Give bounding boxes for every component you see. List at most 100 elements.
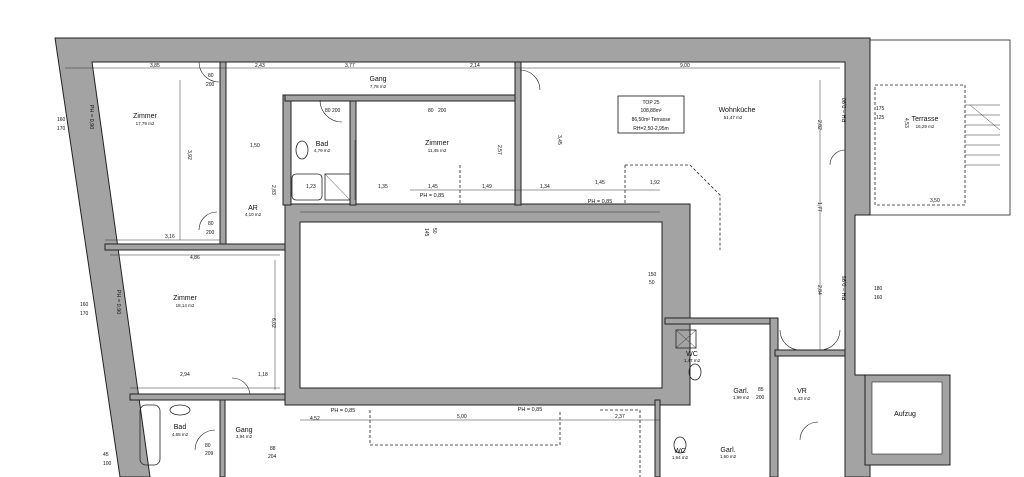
overhead-outline: [369, 164, 721, 477]
dimension-label: 2,94: [180, 372, 190, 378]
svg-text:16,29 m2: 16,29 m2: [916, 124, 935, 129]
elevator-cabin: [871, 381, 943, 455]
svg-text:7,78 m2: 7,78 m2: [370, 84, 387, 89]
shower: [324, 173, 351, 201]
dimension-label: 3,45: [556, 135, 562, 145]
dimension-label: 145: [423, 228, 429, 237]
svg-text:Garl.: Garl.: [733, 388, 748, 395]
dimension-label: 4,53: [903, 118, 909, 128]
dimension-label: 1,35: [378, 184, 388, 190]
dimension-label: 1,45: [595, 180, 605, 186]
svg-text:Zimmer: Zimmer: [133, 113, 157, 120]
svg-text:17,79 m2: 17,79 m2: [136, 121, 155, 126]
dimension-lines: [65, 67, 840, 421]
dimension-label: 1,50: [250, 143, 260, 149]
parapet-label: PH = 0,90: [88, 105, 94, 130]
svg-text:Bad: Bad: [174, 424, 187, 431]
door-size: 200: [206, 82, 215, 88]
dimension-label: 1,45: [428, 184, 438, 190]
window-size: 180: [874, 286, 883, 292]
dimension-label: 50: [649, 280, 655, 286]
interior-wall: [654, 399, 661, 477]
svg-text:Gang: Gang: [235, 427, 252, 434]
door-size: 80: [205, 443, 211, 449]
svg-text:11,45 m2: 11,45 m2: [428, 148, 447, 153]
door-size: 80: [428, 108, 434, 114]
window-size: 175: [876, 106, 885, 112]
dimension-label: 1,92: [650, 180, 660, 186]
svg-text:Bad: Bad: [316, 141, 329, 148]
dimension-label: 5,00: [457, 414, 467, 420]
parapet-label: PH = 0,90: [115, 290, 121, 315]
window-size: 45: [103, 452, 109, 458]
door-size: 80: [208, 73, 214, 79]
shower: [675, 329, 697, 349]
interior-wall: [219, 399, 226, 477]
door-size: 200: [756, 395, 765, 401]
door-size: 204: [268, 454, 277, 460]
dimension-label: 50: [431, 228, 437, 234]
dimension-label: 4,52: [310, 416, 320, 422]
dimension-label: 4,86: [190, 255, 200, 261]
interior-wall: [664, 317, 776, 325]
dimension-label: 3,50: [930, 198, 940, 204]
toilet: [673, 436, 687, 454]
parapet-label: PH = 0,85: [331, 408, 356, 414]
parapet-label: PH = 0,85: [588, 199, 613, 205]
door-size: 200: [438, 108, 447, 114]
dimension-label: 1,49: [482, 184, 492, 190]
dimension-label: 150: [648, 272, 657, 278]
svg-text:VR: VR: [797, 388, 807, 395]
dimension-label: 2,57: [496, 145, 502, 155]
interior-wall: [104, 243, 286, 251]
svg-text:WC: WC: [674, 448, 686, 455]
window-size: 160: [874, 295, 883, 301]
door-size: 80: [208, 221, 214, 227]
unit-area: 108,88m²: [640, 108, 661, 114]
svg-text:1,47 m2: 1,47 m2: [684, 358, 701, 363]
parapet-label: PH = 0,90: [842, 98, 848, 123]
svg-text:Gang: Gang: [369, 76, 386, 83]
interior-wall: [769, 317, 779, 477]
dimension-label: 2,82: [816, 120, 822, 130]
terrace-roof: [874, 84, 966, 206]
sink: [169, 404, 191, 416]
dimension-label: 3,77: [345, 63, 355, 69]
svg-text:51,47 m2: 51,47 m2: [724, 115, 743, 120]
window-size: 100: [103, 461, 112, 467]
room-height: RH=2,50-2,95m: [633, 126, 668, 132]
window-size: 125: [876, 115, 885, 121]
dimension-label: 2,84: [816, 285, 822, 295]
svg-text:3,94 m2: 3,94 m2: [236, 434, 253, 439]
window-size: 160: [57, 117, 66, 123]
room-label-garderobe-1: Garl.1,99 m2: [733, 388, 750, 400]
door-size: 200: [206, 230, 215, 236]
dimension-label: 2,43: [255, 63, 265, 69]
unit-info-box: [617, 95, 685, 134]
svg-text:Aufzug: Aufzug: [894, 411, 916, 418]
room-label-ar: AR4,10 m2: [245, 205, 262, 217]
courtyard-wall: [284, 203, 691, 406]
terrace-outline: [869, 39, 1011, 216]
room-label-wc-1: WC1,47 m2: [684, 351, 701, 363]
window-size: 170: [80, 311, 89, 317]
window-size: 170: [57, 126, 66, 132]
toilet: [688, 363, 702, 381]
svg-text:1,64 m2: 1,64 m2: [672, 455, 689, 460]
svg-text:Wohnküche: Wohnküche: [719, 107, 756, 114]
door-size: 200: [332, 108, 341, 114]
svg-text:Zimmer: Zimmer: [173, 295, 197, 302]
door-swing: [194, 61, 846, 451]
svg-text:Terrasse: Terrasse: [912, 116, 939, 123]
svg-text:1,99 m2: 1,99 m2: [733, 395, 750, 400]
toilet: [295, 140, 309, 160]
interior-wall: [282, 94, 292, 206]
dimension-label: 1,18: [258, 372, 268, 378]
dimension-label: 1,23: [306, 184, 316, 190]
room-label-garderobe-2: Garl.1,60 m2: [720, 447, 737, 459]
